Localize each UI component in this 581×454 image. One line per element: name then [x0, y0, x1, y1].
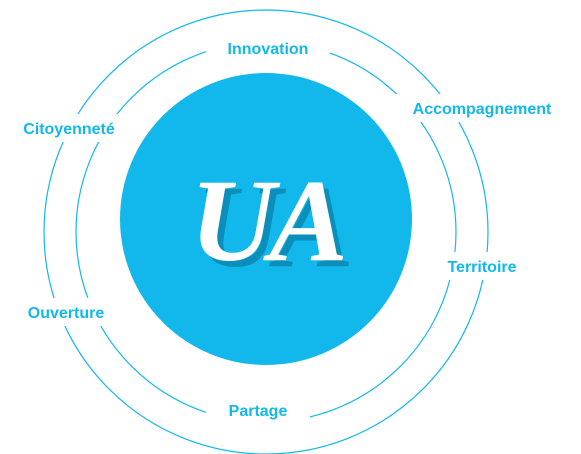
label-territoire: Territoire [447, 259, 516, 276]
label-gaps [2, 34, 580, 424]
logo-shadow: UA [196, 161, 349, 292]
center-circle [120, 73, 412, 365]
outer-ring [43, 9, 489, 454]
ua-logo: UA UA [190, 155, 355, 292]
label-ouverture: Ouverture [28, 305, 105, 322]
logo-text: UA [190, 155, 343, 286]
label-citoyennete: Citoyenneté [23, 121, 115, 138]
label-innovation: Innovation [228, 41, 309, 58]
label-partage: Partage [229, 403, 288, 420]
label-accompagnement: Accompagnement [413, 101, 552, 118]
